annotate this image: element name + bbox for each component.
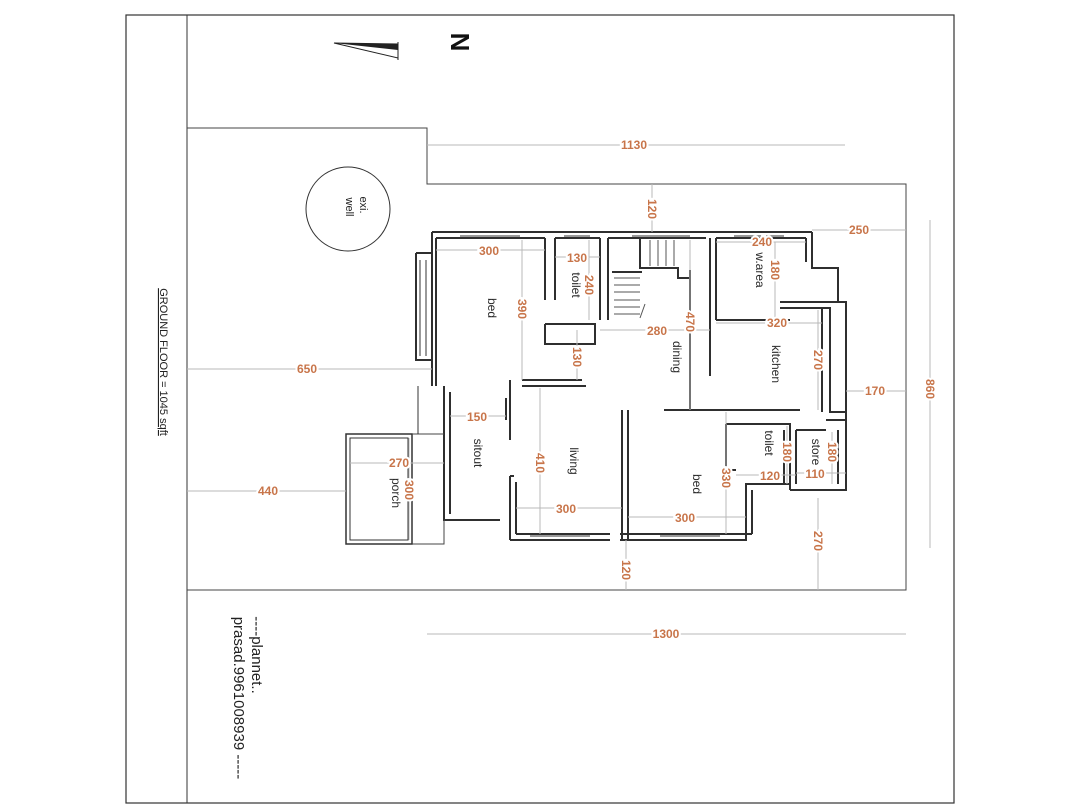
dim-860: 860 xyxy=(923,379,937,399)
dim-180-toilet: 180 xyxy=(780,442,794,462)
well-label-1: exi. xyxy=(357,196,369,213)
dim-300-bed: 300 xyxy=(479,244,499,258)
credit-prasad: prasad.9961008939 ----- xyxy=(230,617,247,780)
walls xyxy=(415,231,847,541)
dimension-values: 1130 120 250 860 300 130 240 390 280 470… xyxy=(256,136,939,643)
dim-120-bottom: 120 xyxy=(619,560,633,580)
room-label-toilet-2: toilet xyxy=(762,430,776,456)
room-label-bed-1: bed xyxy=(485,298,499,318)
dim-240-toilet: 240 xyxy=(582,275,596,295)
sheet-border xyxy=(125,14,955,804)
dimension-lines xyxy=(187,144,931,635)
dim-120-toilet: 120 xyxy=(760,469,780,483)
dim-300-living: 300 xyxy=(556,502,576,516)
room-label-toilet-1: toilet xyxy=(569,272,583,298)
dim-170: 170 xyxy=(865,384,885,398)
windows xyxy=(419,231,784,541)
dim-1130: 1130 xyxy=(621,138,647,152)
room-label-w-area: w.area xyxy=(753,251,767,288)
north-arrow xyxy=(333,42,399,60)
dim-440: 440 xyxy=(258,484,278,498)
room-label-dining: dining xyxy=(670,341,684,373)
dim-180-warea: 180 xyxy=(768,260,782,280)
credit-plannet: ----plannet.. xyxy=(248,616,265,694)
room-label-sitout: sitout xyxy=(471,439,485,468)
north-label: N xyxy=(445,33,475,52)
dim-180-store: 180 xyxy=(825,442,839,462)
existing-well xyxy=(305,166,391,252)
ground-floor-label: GROUND FLOOR = 1045 sqft xyxy=(157,288,169,436)
room-label-living: living xyxy=(567,447,581,474)
dim-320: 320 xyxy=(767,316,787,330)
dim-300-porch: 300 xyxy=(402,480,416,500)
dim-110: 110 xyxy=(805,467,825,481)
room-label-store: store xyxy=(809,439,823,466)
porch-area xyxy=(345,386,445,545)
plot-boundary xyxy=(187,127,907,591)
dim-390: 390 xyxy=(515,299,529,319)
dim-240-warea: 240 xyxy=(752,235,772,249)
room-label-porch: porch xyxy=(389,478,403,508)
dim-270-porch: 270 xyxy=(389,456,409,470)
dim-120-top: 120 xyxy=(645,199,659,219)
dim-300-bed2: 300 xyxy=(675,511,695,525)
room-labels: bed toilet dining w.area kitchen sitout … xyxy=(389,251,823,508)
dim-650: 650 xyxy=(297,362,317,376)
dim-270-bottom: 270 xyxy=(811,531,825,551)
dim-270-kitchen: 270 xyxy=(811,350,825,370)
dim-280: 280 xyxy=(647,324,667,338)
dim-330: 330 xyxy=(719,468,733,488)
dim-250: 250 xyxy=(849,223,869,237)
dim-130-mid: 130 xyxy=(570,347,584,367)
dim-150: 150 xyxy=(467,410,487,424)
dim-1300: 1300 xyxy=(653,627,680,641)
dim-410: 410 xyxy=(533,453,547,473)
well-label-2: well xyxy=(343,197,355,217)
dim-130-toilet: 130 xyxy=(567,251,587,265)
room-label-kitchen: kitchen xyxy=(769,345,783,383)
room-label-bed-2: bed xyxy=(690,474,704,494)
dim-470: 470 xyxy=(683,312,697,332)
